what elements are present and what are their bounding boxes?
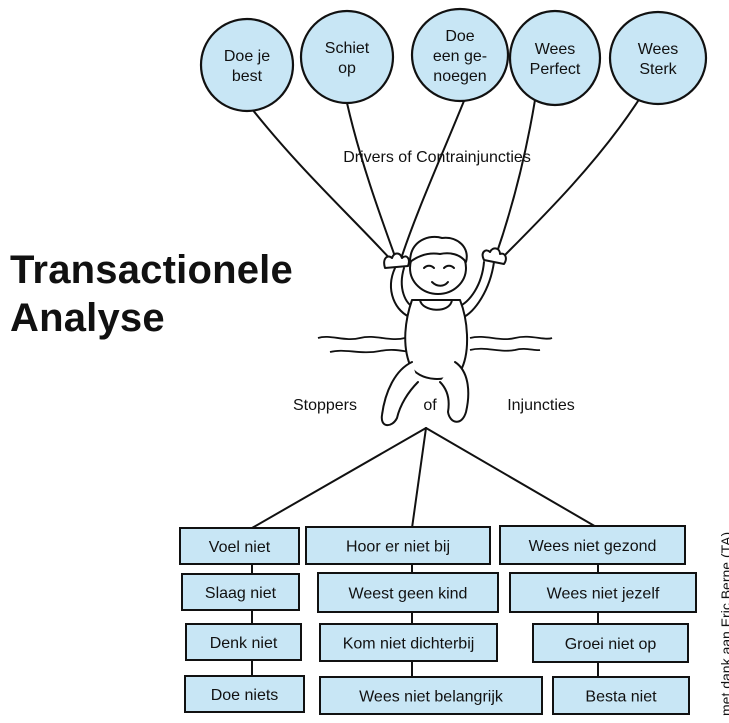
injunction-box-shape (184, 675, 305, 713)
injunction-box-shape (532, 623, 689, 663)
injunction-label: Doe niets (211, 687, 279, 704)
balloon-shape (608, 10, 708, 106)
balloon-label: best (232, 68, 263, 85)
balloon-label: Doe je (224, 48, 270, 65)
injunction-label: Besta niet (585, 689, 657, 706)
balloon-shape (410, 7, 510, 103)
of-label: of (423, 397, 437, 414)
injunction-box-shape (552, 676, 690, 715)
injunction-label: Groei niet op (565, 636, 657, 653)
balloon-shape (508, 9, 602, 107)
injunction-box: Wees niet jezelf (509, 572, 697, 613)
injunction-label: Wees niet jezelf (547, 586, 660, 603)
injunction-label: Wees niet gezond (529, 538, 657, 555)
balloon-label: een ge- (433, 48, 487, 65)
injunction-label: Kom niet dichterbij (343, 636, 475, 653)
drivers-group: Doe je best Schiet op Doe een ge-noegen WeesPe… (199, 7, 708, 113)
injunction-box-shape (317, 572, 499, 613)
driver-balloon: Doe je best (199, 17, 295, 113)
injunction-box-shape (181, 573, 300, 611)
tree-connector (251, 427, 599, 706)
injunction-box-shape (319, 623, 498, 662)
child-figure-icon (380, 235, 507, 427)
balloon-label: noegen (433, 68, 486, 85)
injunction-box-shape (509, 572, 697, 613)
balloon-label: op (338, 60, 356, 77)
injunction-box: Besta niet (552, 676, 690, 715)
injunction-box: Hoor er niet bij (305, 526, 491, 565)
injunction-label: Slaag niet (205, 585, 277, 602)
injuncties-label: Injuncties (507, 397, 575, 414)
title-line-2: Analyse (10, 296, 165, 340)
injunction-box: Slaag niet (181, 573, 300, 611)
title-line-1: Transactionele (10, 248, 293, 292)
injunction-box-shape (179, 527, 300, 565)
balloon-label: Sterk (639, 61, 677, 78)
injunction-label: Weest geen kind (349, 586, 468, 603)
injunction-box: Wees niet belangrijk (319, 676, 543, 715)
injunction-label: Hoor er niet bij (346, 539, 450, 556)
injunction-box: Weest geen kind (317, 572, 499, 613)
injunction-box: Wees niet gezond (499, 525, 686, 565)
drivers-label: Drivers of Contrainjuncties (343, 149, 531, 166)
injunction-box: Denk niet (185, 623, 302, 661)
injunction-box-shape (499, 525, 686, 565)
injunction-box: Groei niet op (532, 623, 689, 663)
driver-balloon: Doe een ge-noegen (410, 7, 510, 103)
balloon-shape (199, 17, 295, 113)
injunction-box: Voel niet (179, 527, 300, 565)
injunction-box-shape (319, 676, 543, 715)
balloon-label: Wees (535, 41, 576, 58)
injunction-box: Kom niet dichterbij (319, 623, 498, 662)
driver-balloon: Schiet op (299, 9, 395, 105)
balloon-label: Schiet (325, 40, 370, 57)
credit-note: met dank aan Eric Berne (TA) (718, 531, 729, 716)
injunction-label: Voel niet (209, 539, 271, 556)
injunction-box-shape (185, 623, 302, 661)
balloon-label: Doe (445, 28, 474, 45)
injunction-label: Wees niet belangrijk (359, 689, 504, 706)
water-icon (317, 335, 553, 354)
stoppers-label: Stoppers (293, 397, 357, 414)
balloon-label: Wees (638, 41, 679, 58)
injunction-box: Doe niets (184, 675, 305, 713)
diagram-title: Transactionele Analyse (10, 246, 293, 342)
balloon-label: Perfect (530, 61, 581, 78)
injunction-box-shape (305, 526, 491, 565)
injunction-label: Denk niet (210, 635, 278, 652)
balloon-shape (299, 9, 395, 105)
